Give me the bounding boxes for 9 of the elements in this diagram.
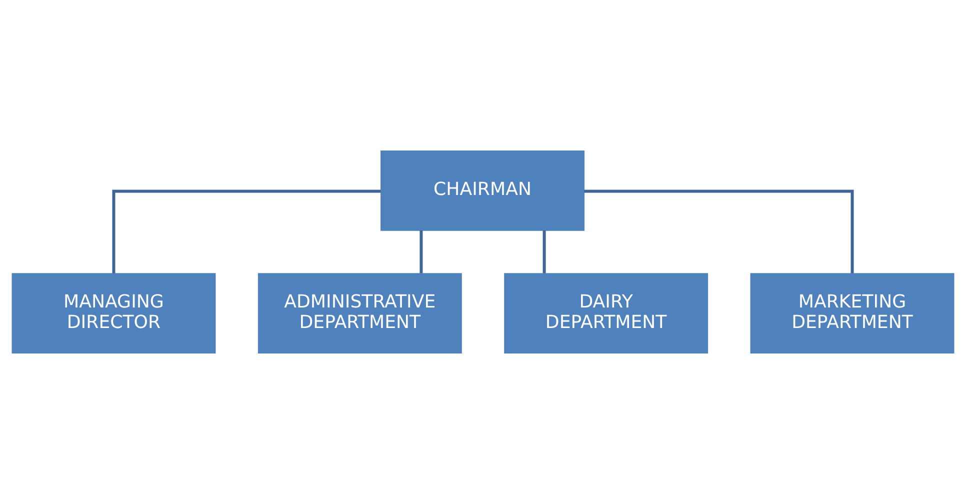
connector [542, 230, 546, 273]
node-box: MANAGING DIRECTOR [12, 272, 216, 353]
node-box: MARKETING DEPARTMENT [750, 272, 954, 353]
connector [420, 230, 423, 273]
node-box: DAIRY DEPARTMENT [504, 272, 708, 353]
connector [584, 189, 854, 273]
connector [112, 189, 381, 273]
node-box: CHAIRMAN [380, 150, 584, 230]
node-box: ADMINISTRATIVE DEPARTMENT [258, 272, 462, 353]
